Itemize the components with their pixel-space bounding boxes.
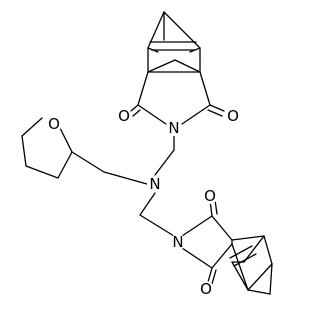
upper-bicyclic-imide-bonds [130, 11, 225, 125]
upper-oxygen-left: O [116, 107, 132, 125]
lower-oxygen-bottom: O [198, 280, 214, 298]
lower-oxygen-top: O [202, 187, 218, 205]
nitrogen-atom-label: N [168, 119, 179, 137]
oxygen-atom-label: O [200, 280, 212, 298]
upper-oxygen-right: O [225, 107, 241, 125]
nitrogen-atom-label: N [172, 233, 183, 251]
chemical-structure-diagram: O O N N O N O O [21, 11, 273, 298]
nitrogen-atom-label: N [149, 175, 160, 193]
tetrahydrofuran-oxygen: O [46, 115, 62, 133]
lower-imide-nitrogen: N [170, 233, 186, 251]
oxygen-atom-label: O [48, 115, 60, 133]
upper-imide-nitrogen: N [166, 119, 182, 137]
oxygen-atom-label: O [118, 107, 130, 125]
oxygen-atom-label: O [227, 107, 239, 125]
oxygen-atom-label: O [204, 187, 216, 205]
central-amine-nitrogen: N [147, 175, 163, 193]
lower-bicyclic-imide-bonds [181, 199, 273, 295]
